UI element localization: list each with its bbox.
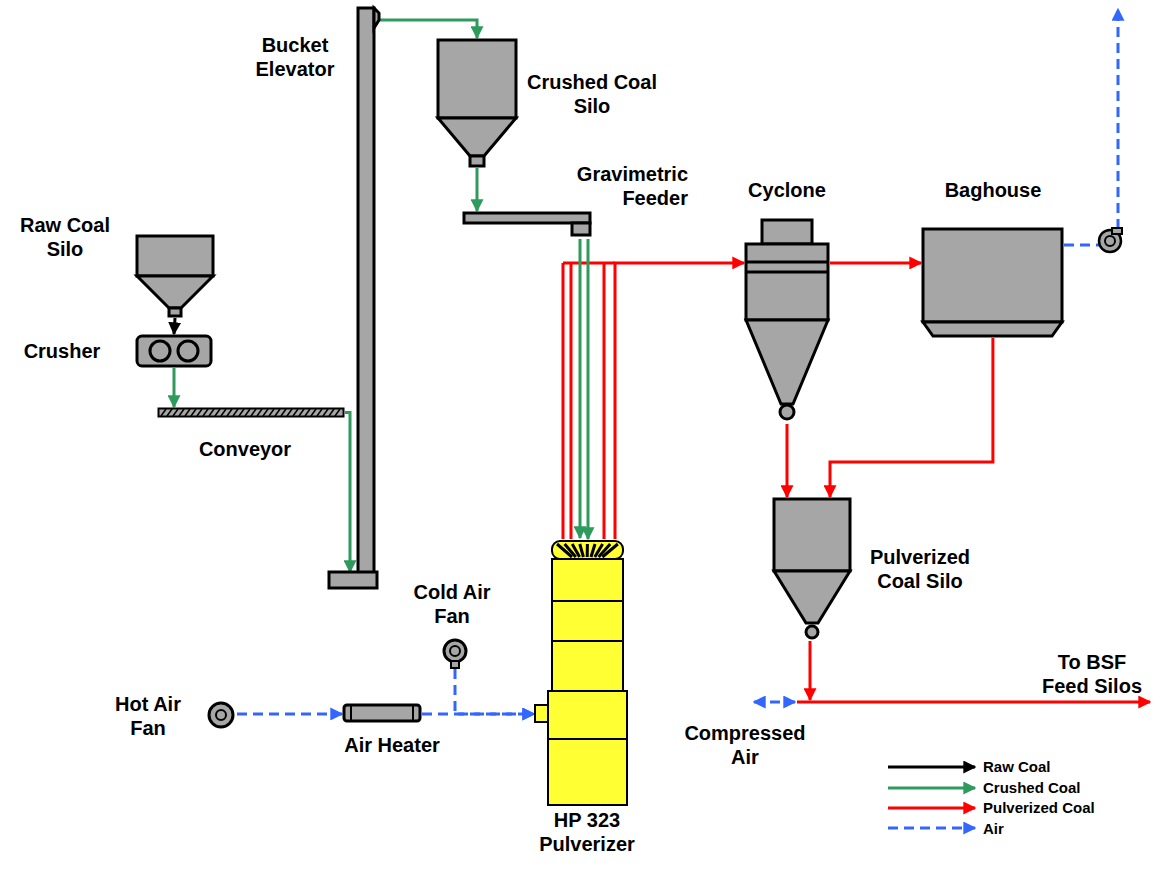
legend-text: Air — [983, 819, 1004, 839]
legend-text: Raw Coal — [983, 757, 1051, 777]
flow-note: Compressed Air — [680, 721, 810, 769]
flow-line — [174, 318, 175, 334]
equipment-label: Hot Air Fan — [108, 692, 188, 740]
flow-note: To BSF Feed Silos — [1037, 650, 1147, 698]
storage-silo: Pulverized Coal Silo — [772, 497, 852, 641]
cyclone-separator-outline — [744, 218, 830, 424]
flow-line — [615, 263, 744, 539]
equipment-label: Gravimetric Feeder — [563, 162, 688, 210]
bucket-elevator-outline — [327, 6, 379, 590]
storage-silo-outline — [772, 497, 852, 641]
storage-silo: Crushed Coal Silo — [436, 38, 518, 168]
bucket-elevator: Bucket Elevator — [327, 6, 379, 590]
storage-silo-outline — [135, 234, 215, 318]
equipment-label: Crusher — [12, 339, 112, 363]
baghouse-filter: Baghouse — [921, 227, 1064, 338]
equipment-label: Cyclone — [737, 178, 837, 202]
storage-silo-outline — [436, 38, 518, 168]
equipment-label: Pulverized Coal Silo — [860, 545, 980, 593]
equipment-label: Cold Air Fan — [407, 580, 497, 628]
legend-samples — [888, 767, 975, 828]
flow-line — [786, 424, 789, 497]
flow-line — [345, 413, 350, 572]
fan-symbol: Cold Air Fan — [440, 637, 470, 669]
equipment-label: Raw Coal Silo — [12, 213, 118, 261]
equipment-label: Bucket Elevator — [245, 33, 345, 81]
flow-line — [173, 368, 176, 407]
conveyor-belt: Conveyor — [157, 407, 345, 418]
flow-line — [455, 669, 534, 714]
fan-symbol: Hot Air Fan — [205, 700, 237, 730]
crusher-symbol-outline — [135, 334, 213, 368]
equipment-label: Crushed Coal Silo — [522, 70, 662, 118]
air-heater: Air Heater — [342, 702, 422, 724]
conveyor-belt-outline — [157, 407, 345, 418]
flow-line — [587, 239, 590, 539]
equipment-label: Air Heater — [337, 733, 447, 757]
flow-line — [237, 713, 342, 716]
cyclone-separator: Cyclone — [744, 218, 830, 424]
air-heater-outline — [342, 702, 422, 724]
fan-symbol-outline — [205, 700, 237, 730]
crusher-symbol: Crusher — [135, 334, 213, 368]
baghouse-filter-outline — [921, 227, 1064, 338]
gravimetric-feeder-outline — [462, 211, 592, 239]
flow-line — [830, 338, 993, 497]
equipment-label: Baghouse — [938, 178, 1048, 202]
legend-text: Crushed Coal — [983, 778, 1081, 798]
flow-line — [379, 20, 477, 38]
flow-line — [830, 261, 921, 264]
exhaust-fan — [1099, 228, 1122, 252]
pulverizer-mill: HP 323 Pulverizer — [534, 539, 629, 807]
gravimetric-feeder: Gravimetric Feeder — [462, 211, 592, 239]
equipment-label: HP 323 Pulverizer — [527, 808, 647, 856]
legend-text: Pulverized Coal — [983, 798, 1095, 818]
pulverizer-mill-outline — [534, 539, 629, 807]
equipment-label: Conveyor — [190, 437, 300, 461]
flow-line — [476, 168, 479, 211]
storage-silo: Raw Coal Silo — [135, 234, 215, 318]
fan-symbol-outline — [440, 637, 470, 669]
